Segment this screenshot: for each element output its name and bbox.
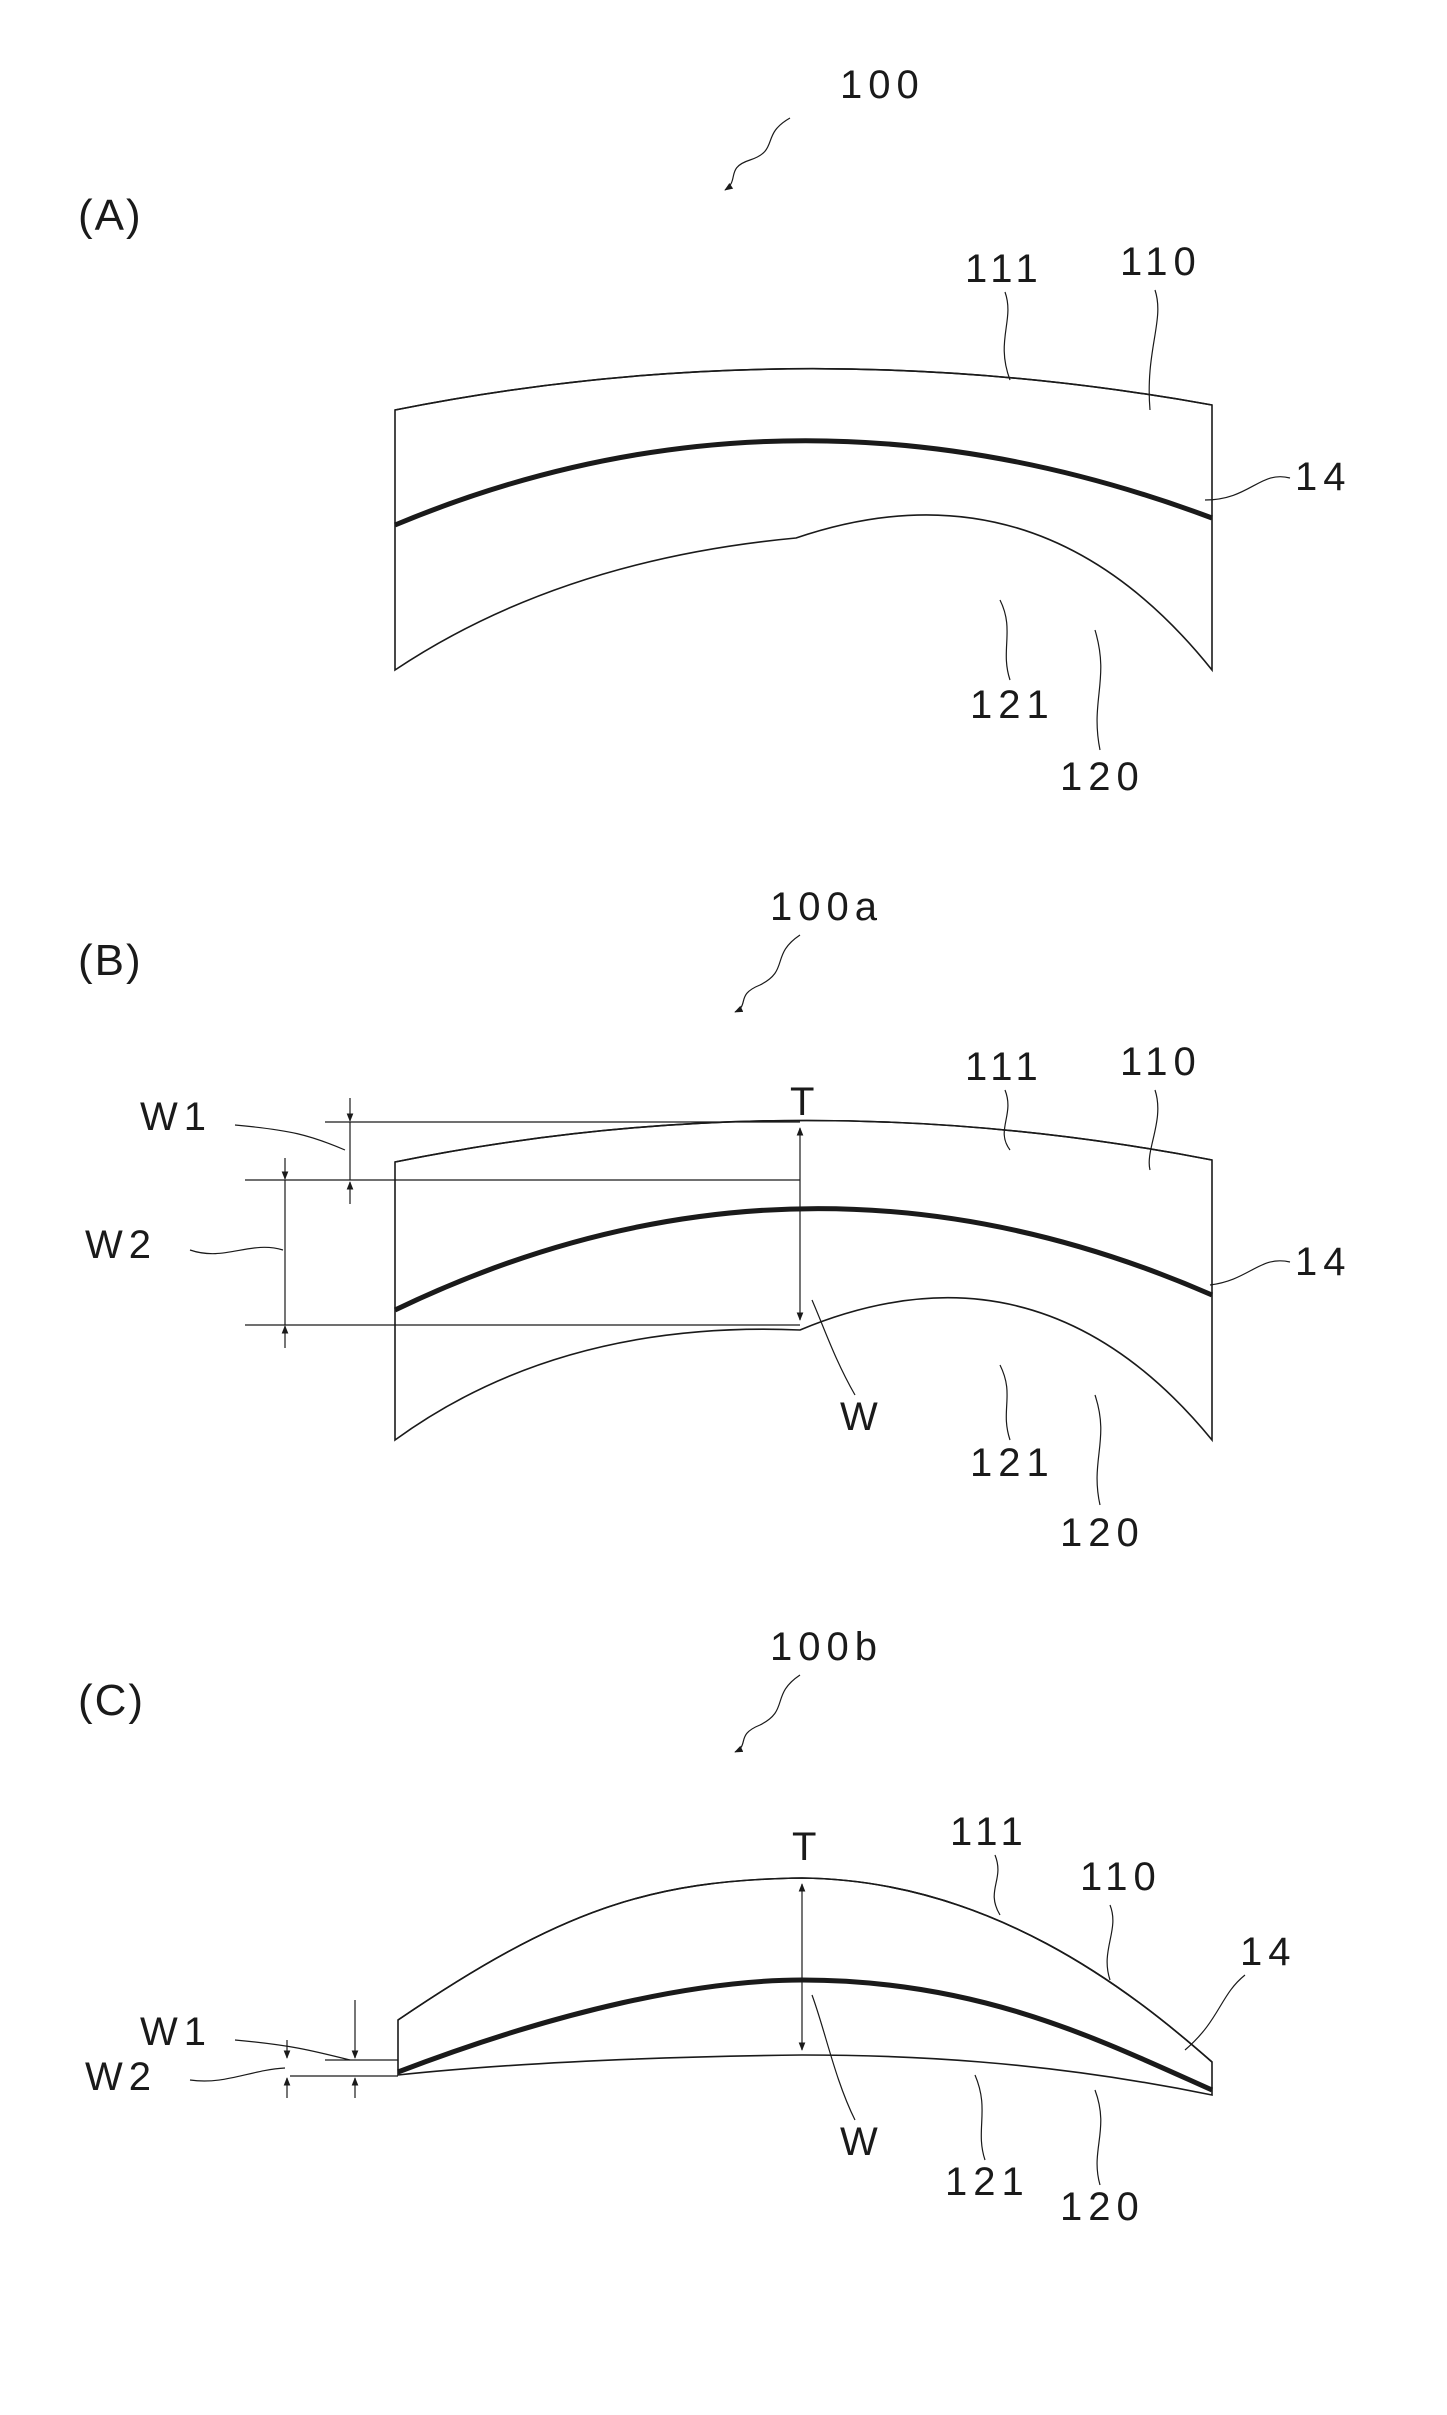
label-121-a: 121 <box>970 683 1055 727</box>
lens-body-c <box>398 1878 1212 2095</box>
label-120-b: 120 <box>1060 1511 1145 1555</box>
label-120-c: 120 <box>1060 2185 1145 2229</box>
label-111-c: 111 <box>950 1810 1029 1854</box>
ref-100a: 100a <box>770 885 883 929</box>
label-14-a: 14 <box>1295 455 1352 499</box>
leader-111-a <box>1004 292 1010 380</box>
leader-W-b <box>812 1300 855 1395</box>
label-W-b: W <box>840 1395 884 1439</box>
label-W2-c: W2 <box>85 2055 157 2099</box>
ref-arrow-100b <box>735 1675 800 1752</box>
panel-label-a: (A) <box>78 191 143 240</box>
label-110-c: 110 <box>1080 1855 1162 1899</box>
figure-b: (B) 100a T W W1 W2 111 110 14 121 <box>78 885 1352 1555</box>
leader-14-a <box>1205 477 1290 500</box>
leader-120-a <box>1095 630 1101 750</box>
label-120-a: 120 <box>1060 755 1145 799</box>
figure-a: (A) 100 111 110 14 121 120 <box>78 63 1352 799</box>
lens-body-a <box>395 369 1212 670</box>
leader-111-c <box>994 1855 1000 1915</box>
label-121-b: 121 <box>970 1441 1055 1485</box>
panel-label-b: (B) <box>78 936 143 985</box>
junction-14-b <box>395 1209 1212 1310</box>
label-111-a: 111 <box>965 247 1044 291</box>
leader-W1-c <box>235 2040 350 2060</box>
label-110-a: 110 <box>1120 240 1202 284</box>
ref-arrow-100 <box>725 118 790 190</box>
label-121-c: 121 <box>945 2160 1030 2204</box>
label-T-c: T <box>792 1825 822 1869</box>
panel-label-c: (C) <box>78 1676 145 1725</box>
leader-W1-b <box>235 1125 345 1150</box>
ref-100b: 100b <box>770 1625 883 1669</box>
leader-14-c <box>1185 1975 1245 2050</box>
leader-121-c <box>975 2075 985 2160</box>
junction-14-a <box>395 441 1212 525</box>
leader-W2-b <box>190 1247 283 1253</box>
label-W2-b: W2 <box>85 1223 157 1267</box>
leader-110-c <box>1107 1905 1113 1980</box>
label-W1-b: W1 <box>140 1095 212 1139</box>
label-14-b: 14 <box>1295 1240 1352 1284</box>
surface-111-b <box>395 1120 1212 1162</box>
ref-100: 100 <box>840 63 925 107</box>
leader-W2-c <box>190 2068 285 2081</box>
surface-111-a <box>395 369 1212 410</box>
label-111-b: 111 <box>965 1045 1044 1089</box>
leader-111-b <box>1004 1090 1010 1150</box>
label-14-c: 14 <box>1240 1930 1297 1974</box>
label-T-b: T <box>790 1080 820 1124</box>
leader-121-a <box>1000 600 1010 680</box>
leader-W-c <box>812 1995 855 2120</box>
lens-body-b <box>395 1120 1212 1440</box>
figure-c: (C) 100b T W W1 W2 111 110 14 121 120 <box>78 1625 1297 2229</box>
leader-120-c <box>1095 2090 1101 2185</box>
label-W1-c: W1 <box>140 2010 212 2054</box>
leader-121-b <box>1000 1365 1010 1440</box>
leader-110-b <box>1149 1090 1158 1170</box>
ref-arrow-100a <box>735 935 800 1012</box>
label-110-b: 110 <box>1120 1040 1202 1084</box>
leader-110-a <box>1149 290 1158 410</box>
leader-120-b <box>1095 1395 1101 1505</box>
label-W-c: W <box>840 2120 884 2164</box>
leader-14-b <box>1210 1261 1290 1285</box>
